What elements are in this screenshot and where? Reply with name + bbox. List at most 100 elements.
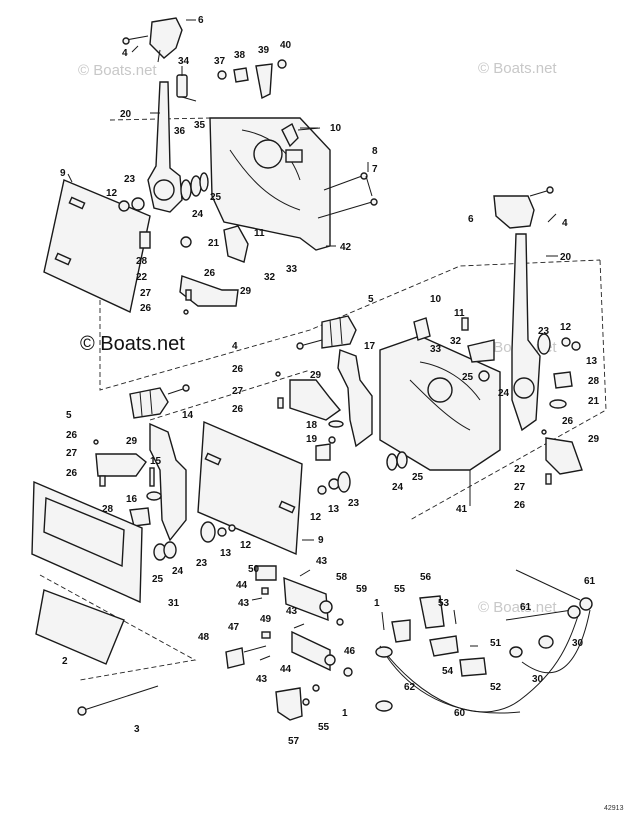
callout-30-b: 30 bbox=[532, 674, 544, 685]
part-58-shaft bbox=[283, 576, 333, 622]
callout-13-lower: 13 bbox=[220, 548, 232, 559]
part-6-handle-knob-upper bbox=[149, 17, 183, 63]
callout-24-mid: 24 bbox=[392, 482, 404, 493]
callout-24-lower: 24 bbox=[172, 566, 184, 577]
parts-10-11-32-33-right bbox=[413, 317, 495, 382]
callout-20-right: 20 bbox=[560, 252, 572, 263]
callout-55: 55 bbox=[394, 584, 406, 595]
callout-13-mid: 13 bbox=[328, 504, 340, 515]
callout-12-lower: 12 bbox=[240, 540, 252, 551]
parts-37-40-detent bbox=[217, 59, 287, 100]
part-20-control-lever-right bbox=[511, 233, 541, 432]
parts-47-48-49-lower-shaft bbox=[225, 631, 271, 669]
callout-22: 22 bbox=[136, 272, 148, 283]
callout-12: 12 bbox=[106, 188, 118, 199]
callout-32: 32 bbox=[264, 272, 276, 283]
callout-50: 50 bbox=[248, 564, 260, 575]
parts-26-27-29-lockout-mid bbox=[275, 371, 342, 421]
callout-26-lower: 26 bbox=[66, 430, 78, 441]
callout-26-mid: 26 bbox=[232, 364, 244, 375]
callout-46: 46 bbox=[344, 646, 356, 657]
callout-20: 20 bbox=[120, 109, 132, 120]
callout-8: 8 bbox=[372, 146, 378, 157]
callout-14: 14 bbox=[182, 410, 194, 421]
callout-28: 28 bbox=[136, 256, 148, 267]
callout-26-right: 26 bbox=[562, 416, 574, 427]
parts-12-13-23-mid bbox=[317, 471, 351, 495]
callout-48: 48 bbox=[198, 632, 210, 643]
callout-numbers: 6 4 34 37 38 39 40 20 36 35 10 9 12 23 2… bbox=[60, 15, 600, 747]
callout-23: 23 bbox=[124, 174, 136, 185]
callout-10-right: 10 bbox=[430, 294, 442, 305]
figure-number: 42913 bbox=[604, 805, 624, 812]
part-59-clip bbox=[336, 618, 344, 626]
callout-2: 2 bbox=[62, 656, 68, 667]
callout-41: 41 bbox=[456, 504, 468, 515]
part-41-control-housing-right bbox=[379, 335, 501, 471]
callout-26-mid-b: 26 bbox=[232, 404, 244, 415]
part-6-handle-knob-right bbox=[493, 186, 554, 229]
part-42-control-housing-upper bbox=[209, 117, 331, 251]
callout-34: 34 bbox=[178, 56, 190, 67]
parts-1-55-56-53-54-bracket bbox=[381, 595, 459, 657]
part-31-bezel-trim bbox=[31, 480, 143, 604]
parts-43-44-46-lower-rod bbox=[291, 623, 353, 677]
callout-18: 18 bbox=[306, 420, 318, 431]
callout-31: 31 bbox=[168, 598, 180, 609]
callout-27-right: 27 bbox=[514, 482, 526, 493]
callout-23-mid: 23 bbox=[348, 498, 360, 509]
callout-38: 38 bbox=[234, 50, 246, 61]
callout-1-b: 1 bbox=[342, 708, 348, 719]
callout-25-mid: 25 bbox=[412, 472, 424, 483]
callout-11: 11 bbox=[254, 228, 265, 239]
callout-54: 54 bbox=[442, 666, 454, 677]
callout-5-lower: 5 bbox=[66, 410, 72, 421]
callout-24-right: 24 bbox=[498, 388, 510, 399]
callout-59: 59 bbox=[356, 584, 368, 595]
callout-16: 16 bbox=[126, 494, 138, 505]
callout-51: 51 bbox=[490, 638, 502, 649]
watermark-top-left: © Boats.net bbox=[78, 62, 157, 79]
callout-57: 57 bbox=[288, 736, 300, 747]
callout-52: 52 bbox=[490, 682, 502, 693]
callout-27-lower: 27 bbox=[66, 448, 78, 459]
callout-43-d: 43 bbox=[256, 674, 268, 685]
callout-43-b: 43 bbox=[238, 598, 250, 609]
parts-23-12-13-28-21-right bbox=[537, 333, 581, 409]
part-9-mounting-plate-lower bbox=[197, 420, 303, 556]
parts-15-16-28-lower bbox=[129, 467, 162, 527]
watermark-top-right: © Boats.net bbox=[478, 60, 557, 77]
watermark-bottom-right: © Boats.net bbox=[478, 599, 557, 616]
parts-60-61-62-cables bbox=[375, 569, 593, 714]
callout-12-right: 12 bbox=[560, 322, 572, 333]
callout-5: 5 bbox=[368, 294, 374, 305]
callout-29: 29 bbox=[240, 286, 252, 297]
callout-10: 10 bbox=[330, 123, 342, 134]
callout-28-lower: 28 bbox=[102, 504, 114, 515]
part-8-bolt bbox=[323, 172, 368, 191]
callout-40: 40 bbox=[280, 40, 292, 51]
callout-9-lower: 9 bbox=[318, 535, 324, 546]
callout-13-right: 13 bbox=[586, 356, 598, 367]
callout-60: 60 bbox=[454, 708, 466, 719]
callout-35: 35 bbox=[194, 120, 206, 131]
part-7-long-bolt bbox=[317, 198, 378, 219]
callout-30: 30 bbox=[572, 638, 584, 649]
part-4-screw-lower bbox=[167, 384, 190, 395]
callout-61: 61 bbox=[584, 576, 596, 587]
callout-62: 62 bbox=[404, 682, 416, 693]
callout-25: 25 bbox=[210, 192, 222, 203]
parts-26-27-28-29-lockout-upper bbox=[139, 231, 239, 315]
part-20-control-lever-upper bbox=[147, 81, 183, 213]
parts-26-27-29-lockout-right bbox=[541, 429, 583, 485]
callout-27: 27 bbox=[140, 288, 152, 299]
callout-56: 56 bbox=[420, 572, 432, 583]
part-17-shift-lever bbox=[337, 349, 373, 448]
callout-1: 1 bbox=[374, 598, 380, 609]
callout-21-right: 21 bbox=[588, 396, 600, 407]
part-3-mounting-screw bbox=[77, 685, 159, 716]
callout-25-lower: 25 bbox=[152, 574, 164, 585]
callout-39: 39 bbox=[258, 45, 270, 56]
callout-4-right: 4 bbox=[562, 218, 568, 229]
